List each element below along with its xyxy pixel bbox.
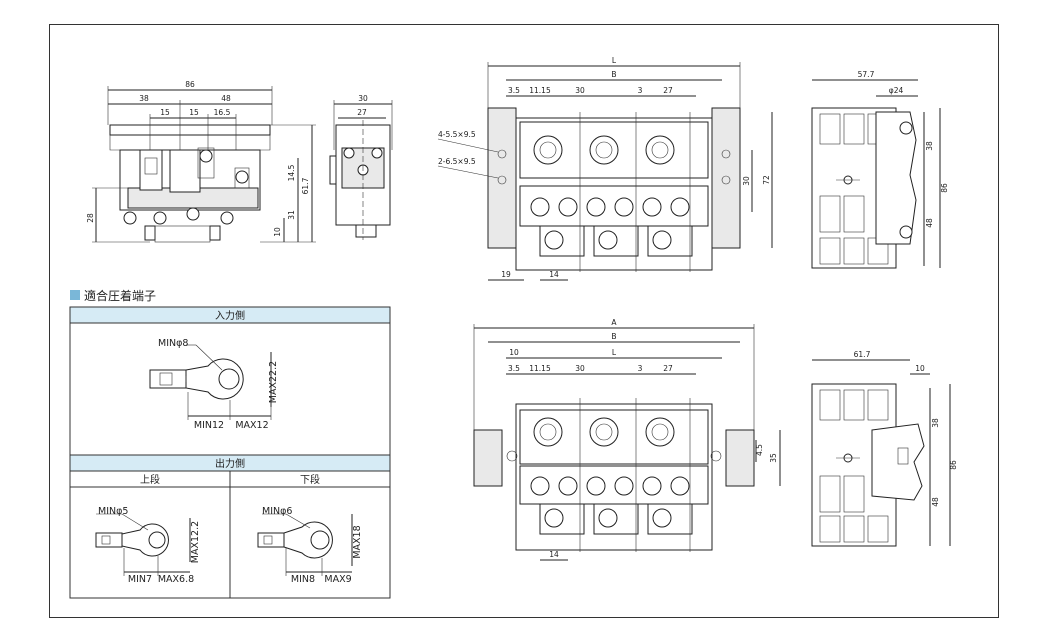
section-title: 適合圧着端子 — [84, 288, 156, 303]
top-hole1: 4-5.5×9.5 — [438, 130, 476, 139]
right-bottom-view: 61.7 10 38 48 86 — [811, 350, 958, 547]
rt-d86: 86 — [940, 183, 949, 193]
rb-d61-7: 61.7 — [854, 350, 871, 359]
top-d27: 27 — [663, 86, 673, 95]
rt-d57-7: 57.7 — [858, 70, 875, 79]
bot-d3: 3 — [638, 364, 643, 373]
front-d15a: 15 — [160, 108, 170, 117]
input-side-header: 入力側 — [215, 309, 245, 322]
top-d14: 14 — [549, 270, 559, 279]
rt-d24: φ24 — [889, 86, 904, 95]
rb-d10: 10 — [915, 364, 925, 373]
top-center-view: L B 3.5 11.15 30 3 27 4-5.5×9.5 2-6.5×9.… — [437, 56, 773, 281]
bottom-center-view: A B L 10 3.5 11.15 30 3 27 14 4.5 35 — [473, 318, 781, 561]
bot-d14: 14 — [549, 550, 559, 559]
bot-d30: 30 — [575, 364, 585, 373]
upper-max-w: MAX6.8 — [158, 574, 194, 585]
front-d14-5: 14.5 — [287, 164, 296, 181]
top-v30: 30 — [742, 176, 751, 186]
front-d10: 10 — [273, 227, 282, 237]
input-min-len: MIN12 — [194, 420, 224, 431]
top-B: B — [611, 70, 616, 79]
lower-min-len: MIN8 — [291, 574, 315, 585]
side-view: 30 27 — [329, 94, 393, 240]
front-d16-5: 16.5 — [214, 108, 231, 117]
input-max-w: MAX12 — [235, 420, 268, 431]
output-side-header: 出力側 — [215, 457, 245, 470]
rb-d48: 48 — [931, 497, 940, 507]
top-d19: 19 — [501, 270, 511, 279]
front-d31: 31 — [287, 210, 296, 220]
drawing-frame — [49, 24, 999, 618]
bot-A: A — [611, 318, 617, 327]
rb-d38: 38 — [931, 418, 940, 428]
lower-terminal: MINφ6 MAX18 MIN8 MAX9 — [257, 506, 363, 585]
input-max-h: MAX22.2 — [268, 361, 279, 403]
upper-min-len: MIN7 — [128, 574, 152, 585]
upper-min-dia: MINφ5 — [98, 506, 128, 517]
lower-max-h: MAX18 — [352, 525, 363, 558]
upper-terminal: MINφ5 MAX12.2 MIN7 MAX6.8 — [95, 506, 201, 585]
input-min-dia: MINφ8 — [158, 338, 188, 349]
front-d15b: 15 — [189, 108, 199, 117]
front-d48: 48 — [221, 94, 231, 103]
side-d27: 27 — [357, 108, 367, 117]
top-d3: 3 — [638, 86, 643, 95]
bot-d4-5: 4.5 — [755, 444, 764, 456]
top-hole2: 2-6.5×9.5 — [438, 157, 476, 166]
lower-min-dia: MINφ6 — [262, 506, 292, 517]
top-d30: 30 — [575, 86, 585, 95]
bot-d27: 27 — [663, 364, 673, 373]
rt-d48: 48 — [925, 218, 934, 228]
side-d30: 30 — [358, 94, 368, 103]
top-d3-5: 3.5 — [508, 86, 520, 95]
bot-d10: 10 — [509, 348, 519, 357]
top-d11-15: 11.15 — [529, 86, 551, 95]
terminal-section: 適合圧着端子 入力側 MINφ8 MAX22.2 MIN12 MAX12 出力側 — [69, 288, 391, 599]
bot-d11-15: 11.15 — [529, 364, 551, 373]
output-upper-header: 上段 — [140, 473, 160, 486]
output-lower-header: 下段 — [300, 473, 320, 486]
right-top-view: 57.7 φ24 38 48 86 — [811, 70, 949, 269]
input-terminal: MINφ8 MAX22.2 MIN12 MAX12 — [149, 338, 279, 431]
section-marker — [70, 290, 80, 300]
bot-d35: 35 — [769, 453, 778, 463]
rt-d38: 38 — [925, 141, 934, 151]
front-d38: 38 — [139, 94, 149, 103]
rb-d86: 86 — [949, 460, 958, 470]
front-d86: 86 — [185, 80, 195, 89]
upper-max-h: MAX12.2 — [190, 521, 201, 563]
front-view: 86 38 48 15 15 16.5 28 10 31 14.5 61.7 — [86, 80, 316, 243]
bot-L: L — [612, 348, 617, 357]
front-d28: 28 — [86, 213, 95, 223]
lower-max-w: MAX9 — [324, 574, 351, 585]
bot-B: B — [611, 332, 616, 341]
top-L: L — [612, 56, 617, 65]
top-v72: 72 — [762, 175, 771, 185]
front-d61-7: 61.7 — [301, 177, 310, 194]
bot-d3-5: 3.5 — [508, 364, 520, 373]
